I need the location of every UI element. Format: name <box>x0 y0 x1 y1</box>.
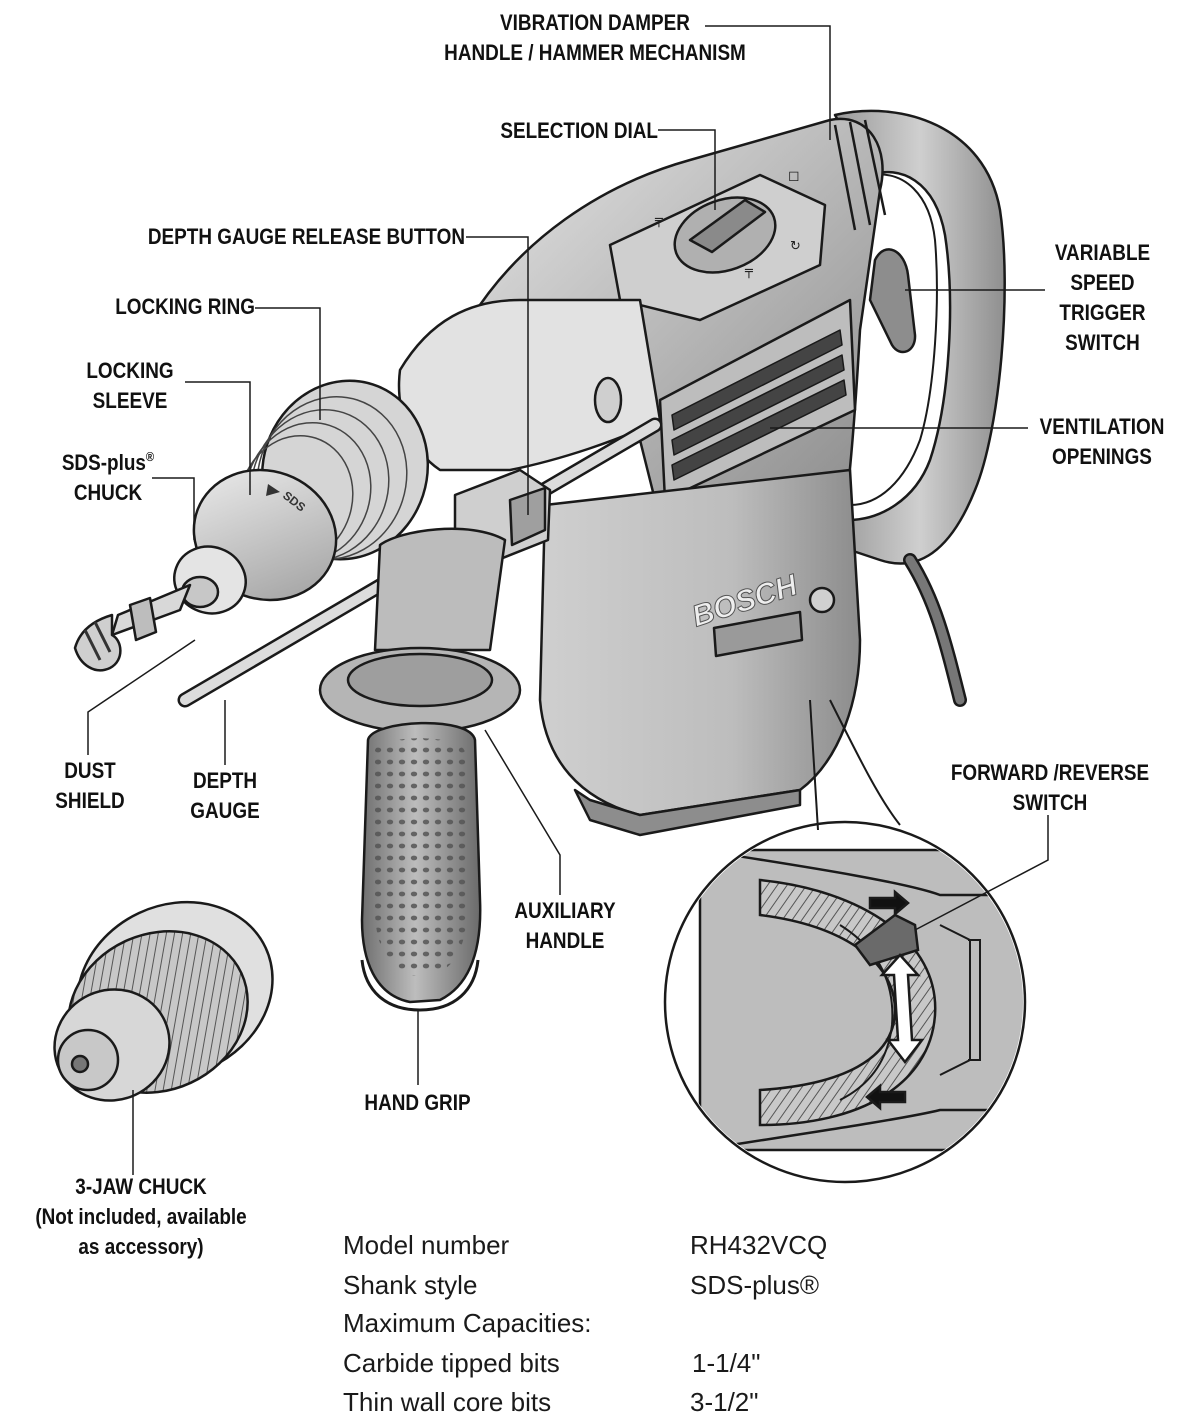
label-line: TRIGGER <box>1059 300 1146 325</box>
label-sds-chuck: SDS-plus® CHUCK <box>56 448 159 508</box>
label-line: AUXILIARY <box>514 898 616 923</box>
label-three-jaw-chuck: 3-JAW CHUCK (Not included, available as … <box>20 1172 263 1262</box>
label-line: SWITCH <box>1065 330 1140 355</box>
label-line: SHIELD <box>55 788 125 813</box>
three-jaw-chuck <box>53 900 274 1102</box>
forward-reverse-inset <box>663 699 1027 1184</box>
label-line: VIBRATION DAMPER <box>500 10 690 35</box>
spec-value-corebits: 3-1/2" <box>690 1387 759 1417</box>
label-ventilation: VENTILATION OPENINGS <box>1033 412 1171 472</box>
label-auxiliary-handle: AUXILIARY HANDLE <box>505 896 625 956</box>
motor-housing <box>538 468 862 817</box>
reverse-switch-lever <box>853 913 920 967</box>
housing-screw <box>808 586 836 614</box>
label-line: as accessory) <box>78 1234 204 1259</box>
label-forward-reverse: FORWARD /REVERSE SWITCH <box>943 758 1158 818</box>
ventilation-slots <box>671 329 847 481</box>
label-hand-grip: HAND GRIP <box>342 1088 493 1118</box>
spec-label-model: Model number <box>343 1230 510 1260</box>
spec-value-model: RH432VCQ <box>690 1230 828 1260</box>
spec-label-carbide: Carbide tipped bits <box>343 1348 560 1378</box>
label-line: SELECTION DIAL <box>500 118 658 143</box>
label-line: VENTILATION <box>1039 414 1165 439</box>
rotary-hammer: ◻ ╤ ╤ ↻ BOSCH SDS <box>73 109 1006 1012</box>
label-line: (Not included, available <box>35 1204 247 1229</box>
svg-text:╤: ╤ <box>744 264 753 279</box>
label-line: DEPTH <box>192 768 258 793</box>
label-line: HANDLE / HAMMER MECHANISM <box>444 40 746 65</box>
label-depth-gauge: DEPTH GAUGE <box>178 766 273 826</box>
svg-text:↻: ↻ <box>790 239 801 254</box>
label-selection-dial: SELECTION DIAL <box>453 116 658 146</box>
sds-chuck: SDS <box>173 468 338 615</box>
label-line: HAND GRIP <box>364 1090 471 1115</box>
label-locking-ring: LOCKING RING <box>83 292 255 322</box>
label-variable-speed: VARIABLE SPEED TRIGGER SWITCH <box>1044 238 1160 358</box>
label-line: DUST <box>64 758 116 783</box>
label-line: VARIABLE <box>1054 240 1151 265</box>
leader-lines <box>87 25 1049 1175</box>
label-line: LOCKING RING <box>115 294 255 319</box>
label-line: SPEED <box>1070 270 1135 295</box>
label-line: HANDLE <box>525 928 605 953</box>
label-line: SWITCH <box>1012 790 1088 815</box>
direction-arrow <box>879 953 925 1065</box>
label-dust-shield: DUST SHIELD <box>47 756 133 816</box>
trigger-switch <box>868 248 917 354</box>
depth-gauge-release-button <box>508 486 547 547</box>
spec-label-corebits: Thin wall core bits <box>343 1387 552 1417</box>
dial-knob <box>688 198 767 254</box>
svg-text:╤: ╤ <box>654 213 663 228</box>
label-line: GAUGE <box>190 798 260 823</box>
label-line: FORWARD /REVERSE <box>950 760 1150 785</box>
label-line: DEPTH GAUGE RELEASE BUTTON <box>147 224 465 249</box>
spec-label-shank: Shank style <box>343 1270 478 1300</box>
label-line: LOCKING <box>86 358 174 383</box>
label-line: CHUCK <box>73 480 143 505</box>
label-text: SDS-plus <box>61 450 146 475</box>
spec-label-capacities: Maximum Capacities: <box>343 1308 592 1338</box>
label-line: OPENINGS <box>1052 444 1152 469</box>
drill-bit <box>73 583 192 672</box>
auxiliary-handle-mount <box>373 527 507 652</box>
label-line: SLEEVE <box>92 388 168 413</box>
svg-text:◻: ◻ <box>788 168 800 184</box>
spec-value-carbide: 1-1/4" <box>692 1348 761 1378</box>
label-vibration-damper: VIBRATION DAMPER HANDLE / HAMMER MECHANI… <box>423 8 767 68</box>
label-locking-sleeve: LOCKING SLEEVE <box>78 356 181 416</box>
rear-handle <box>833 109 1006 565</box>
label-depth-gauge-release: DEPTH GAUGE RELEASE BUTTON <box>117 222 465 252</box>
label-line: 3-JAW CHUCK <box>75 1174 207 1199</box>
label-line: SDS-plus® <box>56 448 159 478</box>
registered-mark: ® <box>145 449 155 464</box>
spec-value-shank: SDS-plus® <box>690 1270 819 1300</box>
